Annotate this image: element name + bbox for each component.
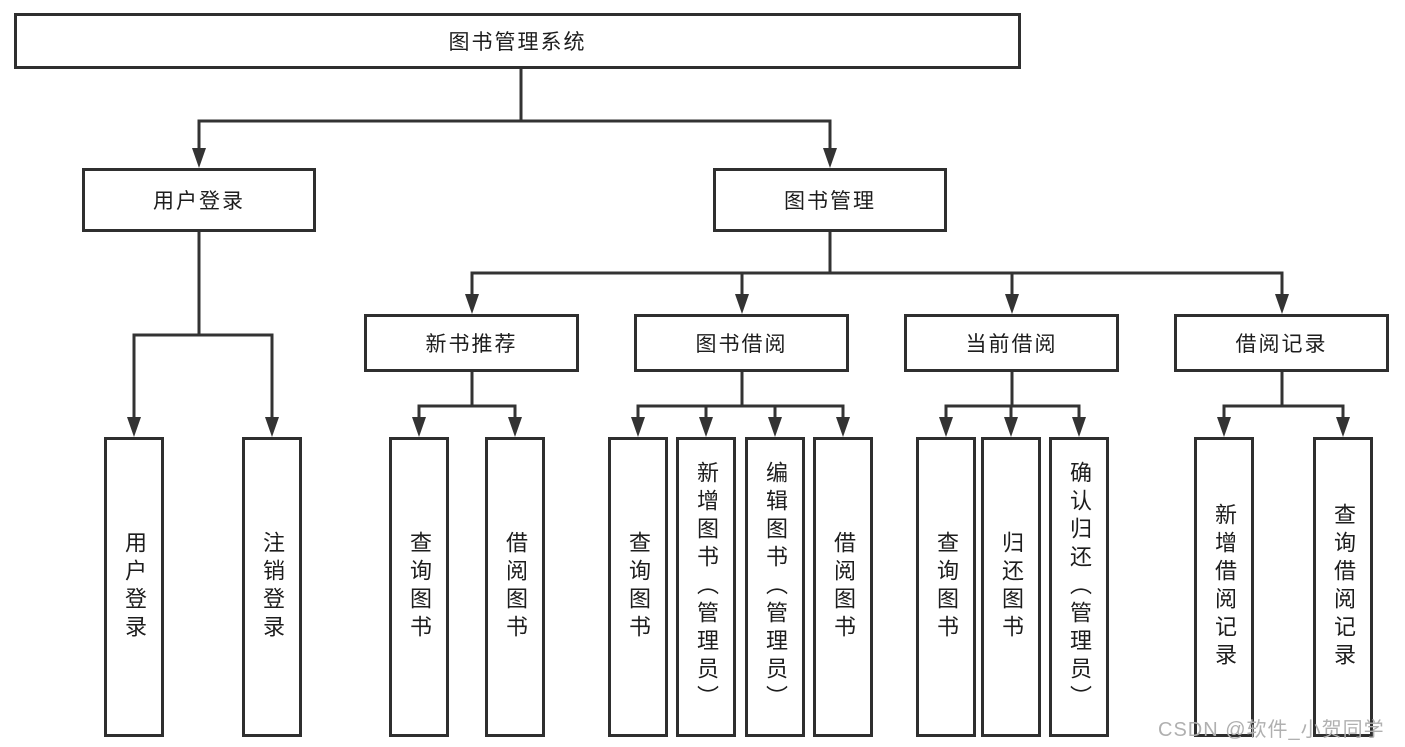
leaf-query-borrow-record-label: 查询借阅记录 [1331,503,1356,671]
leaf-edit-book-admin-label: 编辑图书（管理员） [763,461,788,713]
node-book-management: 图书管理 [713,168,947,232]
leaf-user-login-label: 用户登录 [122,531,147,643]
leaf-add-borrow-record: 新增借阅记录 [1194,437,1254,737]
leaf-user-login: 用户登录 [104,437,164,737]
leaf-query-books-recommend: 查询图书 [389,437,449,737]
leaf-borrow-books-recommend-label: 借阅图书 [503,531,528,643]
leaf-query-books-current-label: 查询图书 [934,531,959,643]
leaf-add-borrow-record-label: 新增借阅记录 [1212,503,1237,671]
leaf-logout-label: 注销登录 [260,531,285,643]
leaf-add-book-admin: 新增图书（管理员） [676,437,736,737]
node-borrow-records: 借阅记录 [1174,314,1389,372]
leaf-query-books-borrow: 查询图书 [608,437,668,737]
leaf-borrow-books-recommend: 借阅图书 [485,437,545,737]
leaf-return-books-label: 归还图书 [999,531,1024,643]
leaf-query-books-current: 查询图书 [916,437,976,737]
node-root: 图书管理系统 [14,13,1021,69]
node-user-login: 用户登录 [82,168,316,232]
node-book-borrow: 图书借阅 [634,314,849,372]
leaf-add-book-admin-label: 新增图书（管理员） [694,461,719,713]
leaf-confirm-return-admin: 确认归还（管理员） [1049,437,1109,737]
leaf-borrow-books-label: 借阅图书 [831,531,856,643]
node-new-book-recommend: 新书推荐 [364,314,579,372]
leaf-logout: 注销登录 [242,437,302,737]
leaf-edit-book-admin: 编辑图书（管理员） [745,437,805,737]
leaf-query-books-borrow-label: 查询图书 [626,531,651,643]
leaf-return-books: 归还图书 [981,437,1041,737]
leaf-borrow-books: 借阅图书 [813,437,873,737]
leaf-query-borrow-record: 查询借阅记录 [1313,437,1373,737]
node-current-borrow: 当前借阅 [904,314,1119,372]
leaf-confirm-return-admin-label: 确认归还（管理员） [1067,461,1092,713]
csdn-watermark: CSDN @软件_小贺同学 [1158,719,1385,741]
leaf-query-books-recommend-label: 查询图书 [407,531,432,643]
